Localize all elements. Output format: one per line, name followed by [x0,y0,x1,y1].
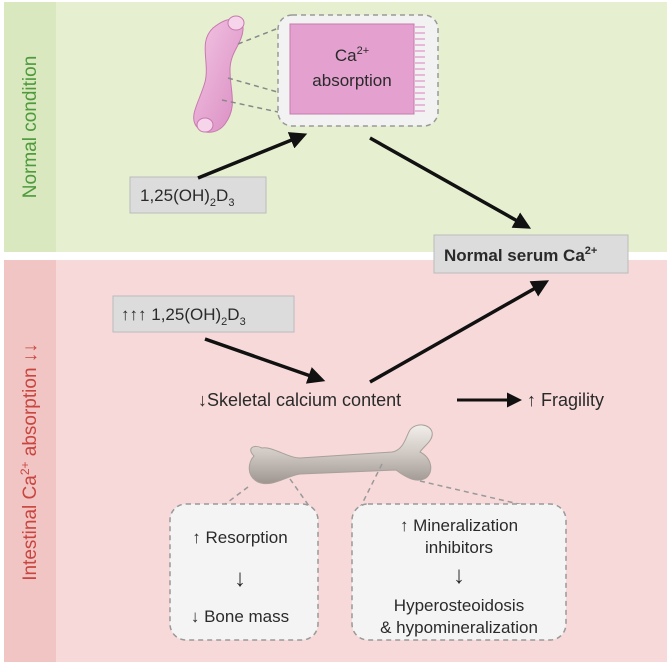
ca-absorption-label-2: absorption [312,71,391,90]
vitd-normal-box [129,176,267,214]
bone-icon [248,424,433,485]
mineralization-arrow: ↓ [453,562,465,589]
inhibitors-label: inhibitors [425,538,493,557]
arrow-vitd-to-absorption [197,132,308,180]
normal-label-strip [4,2,56,252]
resorption-label: ↑ Resorption [192,528,287,547]
intestine-icon [193,15,245,133]
microvilli-icon [415,26,425,112]
vitd-high-label: ↑↑↑ 1,25(OH)2D3 [121,305,246,328]
intestinal-absorption-label: Intestinal Ca2+ absorption ↓↓ [18,343,41,581]
arrow-vitd-high-to-skeletal [204,337,326,384]
normal-serum-label: Normal serum Ca2+ [444,245,597,265]
mineralization-box [351,503,567,641]
vitd-high-box [112,295,295,333]
arrow-skeletal-to-serum [369,280,550,384]
normal-condition-label: Normal condition [20,56,41,199]
flow-arrows [197,132,550,408]
resorption-box [169,503,319,641]
ca-absorption-label: Ca2+ [335,45,369,65]
arrow-absorption-to-serum [369,136,532,229]
normal-serum-box [433,234,629,274]
deficient-label-strip [4,260,56,662]
vitd-normal-label: 1,25(OH)2D3 [140,186,234,209]
mineralization-label: ↑ Mineralization [400,516,518,535]
hypomineralization-label: & hypomineralization [380,618,538,637]
resorption-arrow: ↓ [234,565,246,592]
hyperosteoidosis-label: Hyperosteoidosis [394,596,524,615]
fragility-label: ↑ Fragility [527,390,604,410]
skeletal-calcium-label: ↓Skeletal calcium content [198,390,401,410]
enterocyte-icon [289,23,415,115]
bone-mass-label: ↓ Bone mass [191,607,289,626]
